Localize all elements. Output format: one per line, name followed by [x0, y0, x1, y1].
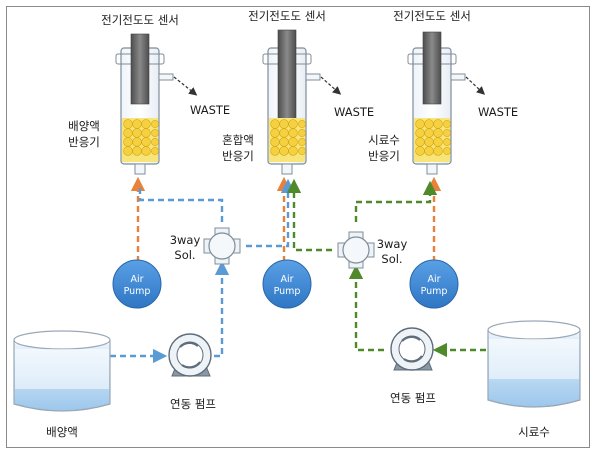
reactor-2-label-line1: 혼합액 [222, 133, 254, 147]
reactor-3-label-line1: 시료수 [368, 133, 400, 147]
reactor-3: 전기전도도 센서 WASTE 시료수 반응기 [368, 9, 518, 175]
reactor-1: 전기전도도 센서 WASTE 배양액 반응기 [68, 13, 230, 175]
air-pump-2: Air Pump [262, 259, 312, 309]
peristaltic-pump-1-label: 연동 펌프 [170, 397, 216, 411]
reactor-2-label-line2: 반응기 [222, 149, 254, 163]
peristaltic-pump-1: 연동 펌프 [168, 333, 216, 411]
waste-label-2: WASTE [334, 105, 374, 119]
culture-line [110, 178, 296, 364]
air-pump-2-label-line2: Pump [274, 286, 301, 297]
sample-tank: 시료수 [487, 320, 581, 439]
three-way-valve-2: 3way Sol. [337, 231, 408, 269]
reactor-3-label-line2: 반응기 [368, 149, 400, 163]
air-pump-3-label-line1: Air [427, 274, 440, 285]
reactor-1-label-line2: 반응기 [68, 135, 100, 149]
reactor-1-label-line1: 배양액 [68, 119, 100, 133]
sample-line [286, 178, 486, 358]
sensor-1-title: 전기전도도 센서 [101, 13, 179, 27]
valve-1-label-line1: 3way [170, 233, 201, 247]
peristaltic-pump-2-label: 연동 펌프 [390, 391, 436, 405]
waste-label-3: WASTE [478, 105, 518, 119]
valve-1-label-line2: Sol. [174, 248, 195, 262]
three-way-valve-1: 3way Sol. [170, 227, 241, 265]
air-pump-2-label-line1: Air [280, 274, 293, 285]
peristaltic-pump-2: 연동 펌프 [390, 327, 436, 405]
air-pump-1-label-line1: Air [130, 274, 143, 285]
air-pump-1: Air Pump [112, 259, 162, 309]
sample-tank-label: 시료수 [518, 425, 550, 439]
air-pump-1-label-line2: Pump [124, 286, 151, 297]
culture-tank: 배양액 [13, 330, 111, 439]
waste-label-1: WASTE [190, 103, 230, 117]
sensor-3-title: 전기전도도 센서 [393, 9, 471, 23]
air-pump-3-label-line2: Pump [421, 286, 448, 297]
valve-2-label-line2: Sol. [381, 252, 402, 266]
culture-tank-label: 배양액 [46, 425, 78, 439]
reactor-2: 전기전도도 센서 WASTE 혼합액 반응기 [222, 9, 374, 175]
sensor-2-title: 전기전도도 센서 [248, 9, 326, 23]
air-pump-3: Air Pump [409, 259, 459, 309]
valve-2-label-line1: 3way [377, 237, 408, 251]
